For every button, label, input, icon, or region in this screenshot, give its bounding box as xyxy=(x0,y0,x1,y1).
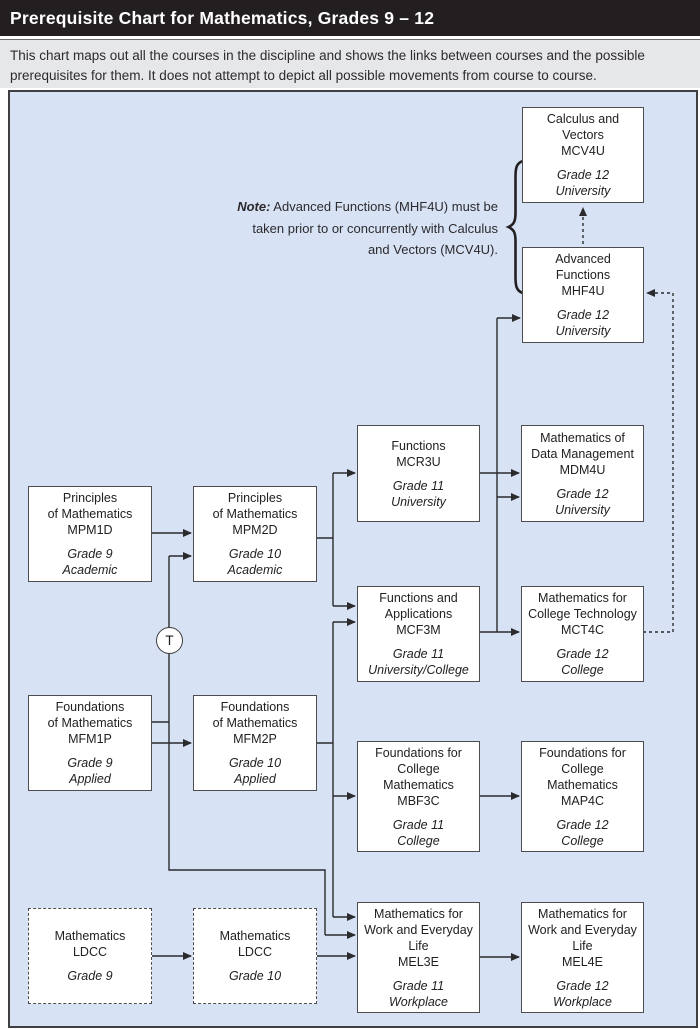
course-grade: Grade 12 College xyxy=(556,647,609,677)
course-grade: Grade 11 University/College xyxy=(368,647,469,677)
course-title: Mathematics of Data Management MDM4U xyxy=(531,430,634,477)
course-title: Principles of Mathematics MPM1D xyxy=(47,491,133,537)
course-grade: Grade 9 xyxy=(67,969,113,983)
dashed-connectors xyxy=(579,207,674,633)
note: Note: Advanced Functions (MHF4U) must be… xyxy=(228,196,498,261)
note-text: Advanced Functions (MHF4U) must be taken… xyxy=(252,199,498,257)
note-label: Note: xyxy=(237,199,271,214)
course-title: Functions MCR3U xyxy=(391,438,446,469)
course-box-ldcc10: Mathematics LDCC Grade 10 xyxy=(193,908,317,1004)
course-grade: Grade 11 Workplace xyxy=(388,978,449,1009)
intro-text: This chart maps out all the courses in t… xyxy=(10,48,645,83)
brace xyxy=(505,159,525,295)
course-title: Advanced Functions MHF4U xyxy=(555,252,611,298)
course-title: Mathematics for Work and Everyday Life M… xyxy=(528,906,637,969)
header-bar: Prerequisite Chart for Mathematics, Grad… xyxy=(0,0,700,36)
course-title: Calculus and Vectors MCV4U xyxy=(546,112,620,158)
course-box-ldcc9: Mathematics LDCC Grade 9 xyxy=(28,908,152,1004)
solid-connectors xyxy=(152,314,521,961)
course-title: Foundations of Mathematics MFM1P xyxy=(47,700,133,746)
course-grade: Grade 9 Applied xyxy=(67,756,113,786)
course-box-mpm2d: Principles of Mathematics MPM2D Grade 10… xyxy=(193,486,317,582)
course-title: Foundations for College Mathematics MBF3… xyxy=(375,745,462,808)
course-box-mfm1p: Foundations of Mathematics MFM1P Grade 9… xyxy=(28,695,152,791)
course-box-mdm4u: Mathematics of Data Management MDM4U Gra… xyxy=(521,425,644,522)
course-box-mel3e: Mathematics for Work and Everyday Life M… xyxy=(357,902,480,1013)
course-title: Foundations for College Mathematics MAP4… xyxy=(539,745,626,808)
course-box-map4c: Foundations for College Mathematics MAP4… xyxy=(521,741,644,852)
course-box-mel4e: Mathematics for Work and Everyday Life M… xyxy=(521,902,644,1013)
course-grade: Grade 12 University xyxy=(555,308,611,338)
course-grade: Grade 10 Academic xyxy=(227,547,283,577)
course-title: Principles of Mathematics MPM2D xyxy=(212,491,298,537)
transfer-label: T xyxy=(165,633,174,648)
course-title: Mathematics for Work and Everyday Life M… xyxy=(364,906,473,969)
course-title: Functions and Applications MCF3M xyxy=(379,591,458,637)
course-title: Foundations of Mathematics MFM2P xyxy=(212,700,298,746)
course-title: Mathematics for College Technology MCT4C xyxy=(528,591,637,637)
course-box-mcv4u: Calculus and Vectors MCV4U Grade 12 Univ… xyxy=(522,107,644,203)
page-title: Prerequisite Chart for Mathematics, Grad… xyxy=(10,7,435,28)
course-grade: Grade 12 Workplace xyxy=(552,978,613,1009)
course-grade: Grade 12 University xyxy=(555,168,611,198)
course-grade: Grade 10 xyxy=(228,969,282,983)
course-grade: Grade 12 University xyxy=(555,486,610,517)
course-grade: Grade 10 Applied xyxy=(228,756,282,786)
course-box-mhf4u: Advanced Functions MHF4U Grade 12 Univer… xyxy=(522,247,644,343)
course-title: Mathematics LDCC xyxy=(54,929,126,959)
course-box-mct4c: Mathematics for College Technology MCT4C… xyxy=(521,586,644,682)
course-title: Mathematics LDCC xyxy=(219,929,291,959)
course-box-mbf3c: Foundations for College Mathematics MBF3… xyxy=(357,741,480,852)
course-box-mpm1d: Principles of Mathematics MPM1D Grade 9 … xyxy=(28,486,152,582)
course-grade: Grade 12 College xyxy=(556,817,609,848)
course-box-mcf3m: Functions and Applications MCF3M Grade 1… xyxy=(357,586,480,682)
transfer-course-badge: T xyxy=(156,627,183,654)
course-box-mfm2p: Foundations of Mathematics MFM2P Grade 1… xyxy=(193,695,317,791)
intro-bar: This chart maps out all the courses in t… xyxy=(0,39,700,88)
course-box-mcr3u: Functions MCR3U Grade 11 University xyxy=(357,425,480,522)
course-grade: Grade 11 University xyxy=(391,478,446,509)
course-grade: Grade 11 College xyxy=(392,817,445,848)
course-grade: Grade 9 Academic xyxy=(62,547,118,577)
